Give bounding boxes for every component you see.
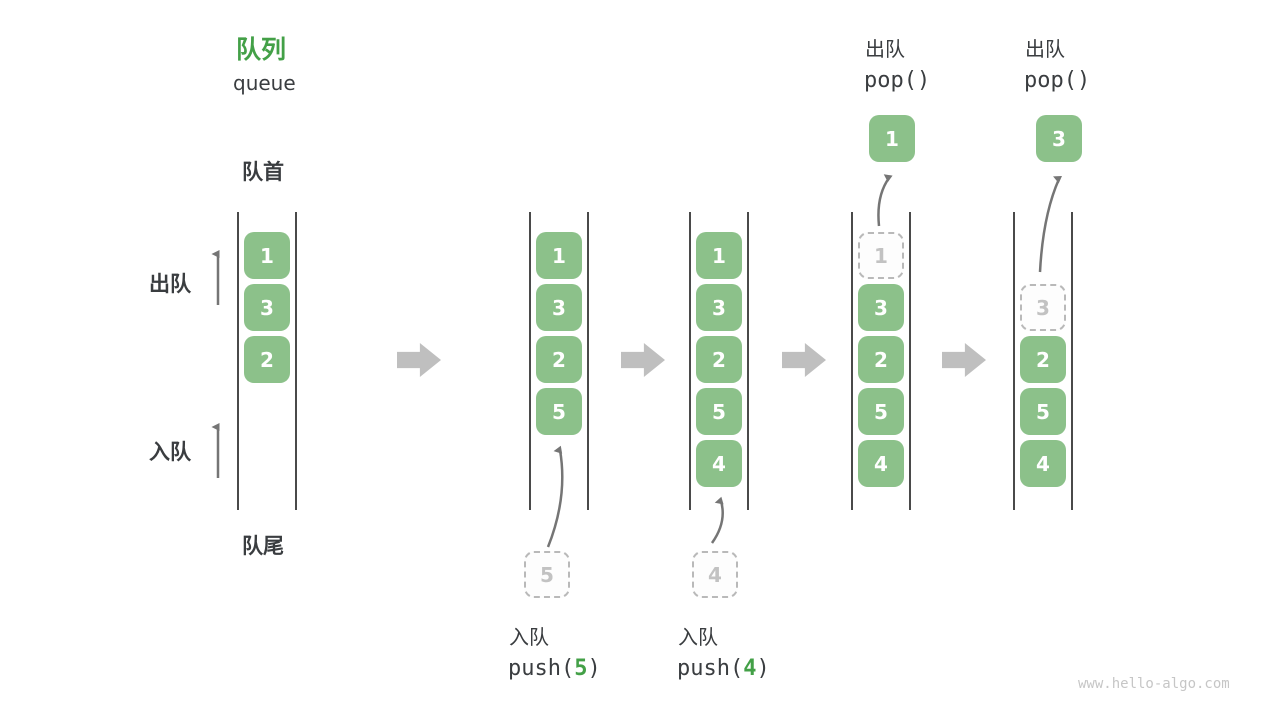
- queue-item: 4: [858, 440, 904, 487]
- push4-arg: 4: [743, 656, 757, 681]
- push5-close: ): [587, 656, 601, 681]
- transition-arrow-icon: [782, 343, 826, 377]
- queue-front-label: 队首: [242, 160, 284, 184]
- pending-item: 5: [524, 551, 570, 598]
- queue-item: 2: [536, 336, 582, 383]
- transition-arrow-icon: [621, 343, 665, 377]
- pop2-code: pop(): [1024, 68, 1091, 93]
- pending-item: 4: [692, 551, 738, 598]
- queue-rear-label: 队尾: [242, 534, 284, 558]
- queue-item: 5: [1020, 388, 1066, 435]
- pop2-label: 出队: [1025, 37, 1065, 61]
- popped-item: 1: [869, 115, 915, 162]
- queue-item: 2: [244, 336, 290, 383]
- queue-item: 3: [858, 284, 904, 331]
- diagram-title-zh: 队列: [236, 35, 287, 64]
- queue-item: 1: [696, 232, 742, 279]
- push4-close: ): [756, 656, 770, 681]
- push5-fn: push(: [508, 656, 575, 681]
- push4-fn: push(: [677, 656, 744, 681]
- push5-arg: 5: [574, 656, 588, 681]
- queue-item: 4: [696, 440, 742, 487]
- queue-item: 5: [858, 388, 904, 435]
- queue-container-state-5: [1013, 212, 1073, 510]
- queue-container-state-2: [529, 212, 589, 510]
- transition-arrow-icon: [942, 343, 986, 377]
- diagram-title-en: queue: [233, 71, 296, 95]
- push5-code: push(5): [508, 656, 601, 681]
- queue-item: 4: [1020, 440, 1066, 487]
- queue-item: 2: [696, 336, 742, 383]
- pop1-label: 出队: [865, 37, 905, 61]
- watermark: www.hello-algo.com: [1078, 676, 1230, 692]
- queue-item: 2: [1020, 336, 1066, 383]
- queue-item: 5: [536, 388, 582, 435]
- queue-item: 5: [696, 388, 742, 435]
- transition-arrow-icon: [397, 343, 441, 377]
- pop1-code: pop(): [864, 68, 931, 93]
- queue-item: 3: [536, 284, 582, 331]
- queue-item: 1: [244, 232, 290, 279]
- dequeue-direction-label: 出队: [149, 272, 191, 296]
- queue-container-state-3: [689, 212, 749, 510]
- queue-item: 1: [536, 232, 582, 279]
- popped-item: 3: [1036, 115, 1082, 162]
- queue-item-ghost: 3: [1020, 284, 1066, 331]
- push4-label: 入队: [678, 625, 718, 649]
- queue-item-ghost: 1: [858, 232, 904, 279]
- queue-item: 2: [858, 336, 904, 383]
- queue-container-state-1: [237, 212, 297, 510]
- push4-code: push(4): [677, 656, 770, 681]
- push5-label: 入队: [509, 625, 549, 649]
- enqueue-direction-label: 入队: [149, 440, 191, 464]
- queue-item: 3: [244, 284, 290, 331]
- queue-container-state-4: [851, 212, 911, 510]
- queue-item: 3: [696, 284, 742, 331]
